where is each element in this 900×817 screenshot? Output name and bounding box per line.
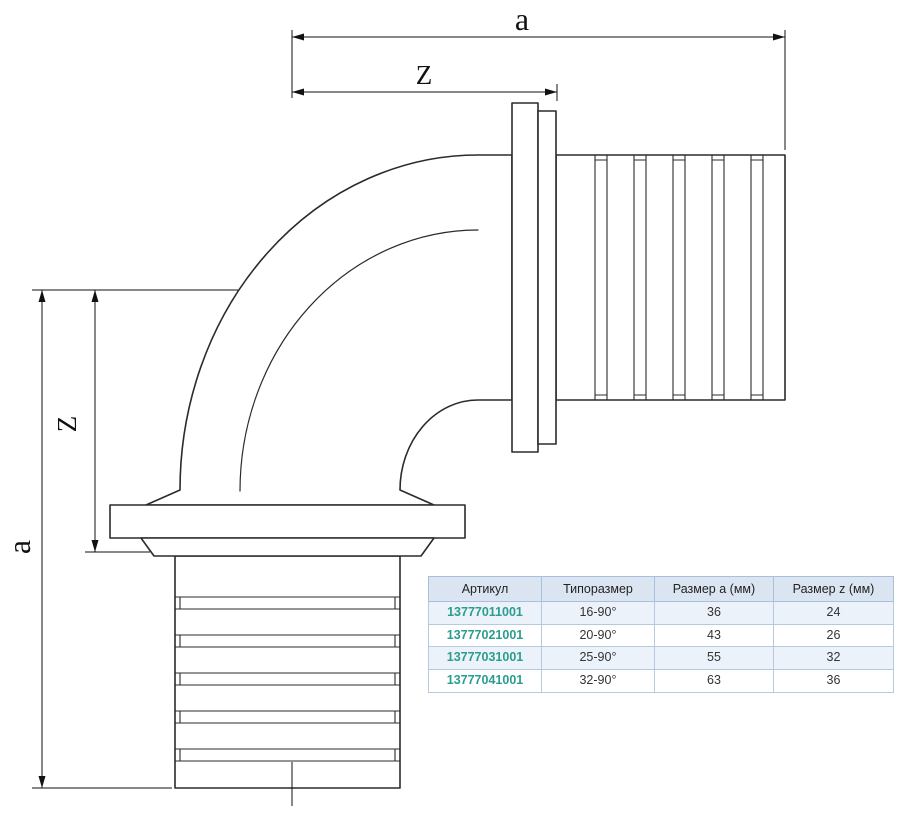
table-row: 13777011001 16-90° 36 24 [428, 601, 894, 625]
cell-article: 13777041001 [428, 668, 542, 693]
cell-type-size: 20-90° [540, 623, 655, 648]
col-header-article: Артикул [428, 576, 542, 602]
cell-article: 13777021001 [428, 623, 542, 648]
col-header-type-size: Типоразмер [540, 576, 655, 602]
cell-size-z: 26 [773, 623, 894, 648]
table-row: 13777031001 25-90° 55 32 [428, 646, 894, 670]
dim-label-z-left: Z [52, 416, 82, 433]
dimension-annotations [32, 30, 786, 806]
cell-size-a: 63 [653, 668, 775, 693]
col-header-size-a: Размер a (мм) [653, 576, 775, 602]
elbow-inner-contour-arc [239, 229, 479, 492]
cell-article: 13777011001 [428, 601, 542, 625]
cell-type-size: 16-90° [540, 601, 655, 625]
cell-size-z: 36 [773, 668, 894, 693]
cell-article: 13777031001 [428, 646, 542, 670]
cell-size-a: 55 [653, 646, 775, 670]
barb-grooves [175, 155, 764, 762]
cell-size-z: 32 [773, 646, 894, 670]
cell-size-z: 24 [773, 601, 894, 625]
spec-table: Артикул Типоразмер Размер a (мм) Размер … [428, 576, 894, 693]
table-row: 13777021001 20-90° 43 26 [428, 623, 894, 648]
dim-label-z-top: Z [416, 60, 433, 90]
col-header-size-z: Размер z (мм) [773, 576, 894, 602]
cell-type-size: 32-90° [540, 668, 655, 693]
vertical-pipe-grooves [175, 596, 400, 762]
cell-size-a: 36 [653, 601, 775, 625]
horizontal-pipe-grooves [594, 155, 764, 400]
cell-type-size: 25-90° [540, 646, 655, 670]
vertical-barb-pipe [174, 555, 401, 789]
dim-label-a-left: a [1, 540, 37, 554]
vertical-flange [109, 504, 466, 557]
horizontal-barb-pipe [555, 154, 786, 401]
horizontal-flange [511, 102, 557, 453]
cell-size-a: 43 [653, 623, 775, 648]
dimension-arrowheads [38, 33, 785, 788]
dim-label-a-top: a [515, 1, 529, 37]
table-row: 13777041001 32-90° 63 36 [428, 668, 894, 693]
dimension-labels: a Z a Z [1, 1, 529, 554]
elbow-body [145, 154, 513, 506]
spec-table-header-row: Артикул Типоразмер Размер a (мм) Размер … [428, 576, 894, 602]
